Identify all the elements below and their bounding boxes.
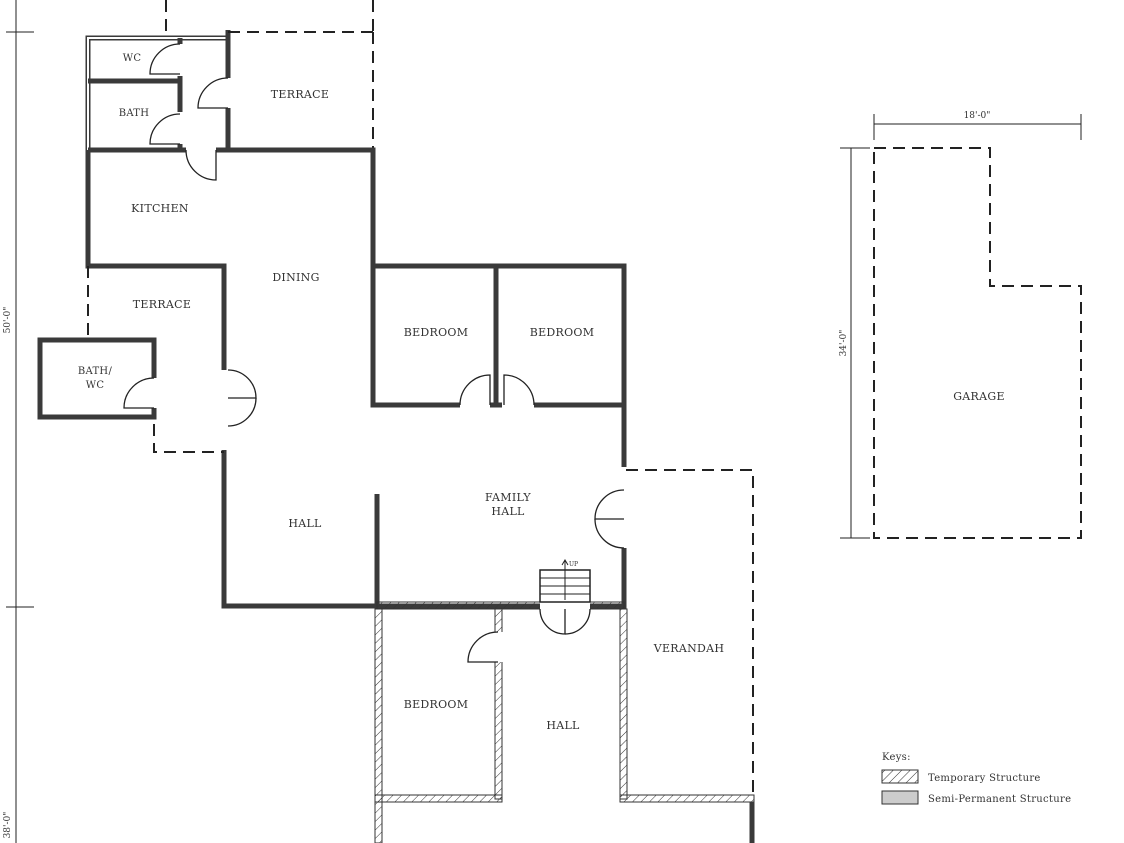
stair-label: UP <box>569 561 578 568</box>
main-house-walls <box>85 147 627 609</box>
garage-outline: 18'-0" 34'-0" <box>839 111 1082 539</box>
wc-bath-block <box>85 30 231 153</box>
top-dashed-extension <box>165 0 374 32</box>
doors <box>123 43 628 663</box>
room-label-family-hall-2: HALL <box>491 505 525 518</box>
room-label-hall-lower: HALL <box>546 719 580 732</box>
dim-left-lower: 38'-0" <box>3 812 13 839</box>
room-label-wc: WC <box>123 53 142 64</box>
dim-garage-depth: 34'-0" <box>839 330 849 357</box>
terrace-left-outline <box>87 266 224 453</box>
legend: Keys: Temporary Structure Semi-Permanent… <box>881 752 1071 805</box>
room-label-bath: BATH <box>119 108 150 119</box>
terrace-top-outline <box>228 31 374 150</box>
room-label-bedroom-3: BEDROOM <box>404 698 469 711</box>
dim-garage-width: 18'-0" <box>964 111 991 121</box>
legend-title: Keys: <box>882 752 911 763</box>
room-label-kitchen: KITCHEN <box>131 202 189 215</box>
room-label-bath-wc-2: WC <box>86 380 105 391</box>
verandah-outline <box>626 469 754 798</box>
lower-section-walls <box>374 601 755 843</box>
legend-label-semi-permanent: Semi-Permanent Structure <box>928 794 1071 805</box>
room-labels: WC BATH TERRACE KITCHEN DINING TERRACE B… <box>78 53 1005 732</box>
room-label-bedroom-2: BEDROOM <box>530 326 595 339</box>
room-label-verandah: VERANDAH <box>653 642 725 655</box>
room-label-bath-wc-1: BATH/ <box>78 366 113 377</box>
room-label-dining: DINING <box>272 271 319 284</box>
room-label-bedroom-1: BEDROOM <box>404 326 469 339</box>
legend-swatch-semi-permanent <box>881 790 919 805</box>
bath-wc-room <box>37 337 157 420</box>
legend-swatch-temporary <box>881 769 919 784</box>
room-label-terrace-left: TERRACE <box>133 298 191 311</box>
dim-left-upper: 50'-0" <box>3 307 13 334</box>
room-label-garage: GARAGE <box>953 390 1005 403</box>
legend-label-temporary: Temporary Structure <box>928 773 1041 784</box>
staircase: UP <box>539 559 591 603</box>
left-dimension-line: 50'-0" 38'-0" <box>3 0 34 843</box>
room-label-family-hall-1: FAMILY <box>485 491 531 504</box>
room-label-terrace-top: TERRACE <box>271 88 329 101</box>
room-label-hall-left: HALL <box>288 517 322 530</box>
